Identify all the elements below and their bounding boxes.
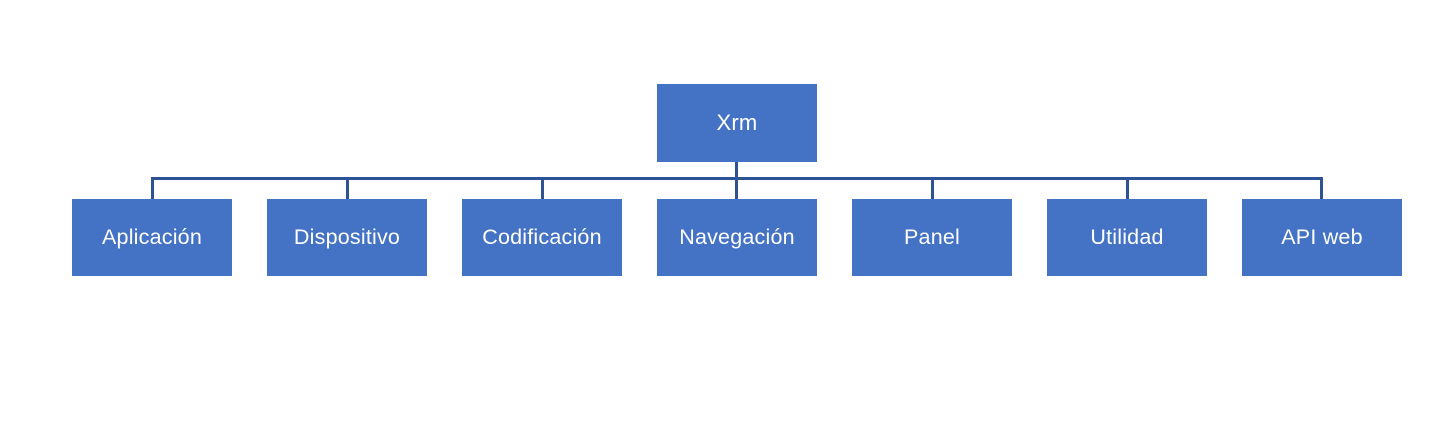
node-codificacion[interactable]: Codificación xyxy=(462,199,622,276)
node-navegacion[interactable]: Navegación xyxy=(657,199,817,276)
connector-root-stub xyxy=(735,162,738,178)
connector-drop-1 xyxy=(151,179,154,199)
connector-drop-2 xyxy=(346,179,349,199)
node-label: API web xyxy=(1281,225,1363,249)
connector-drop-3 xyxy=(541,179,544,199)
node-aplicacion[interactable]: Aplicación xyxy=(72,199,232,276)
connector-drop-7 xyxy=(1320,179,1323,199)
node-label: Panel xyxy=(904,225,960,249)
connector-drop-6 xyxy=(1126,179,1129,199)
node-label: Aplicación xyxy=(102,225,202,249)
node-label: Dispositivo xyxy=(293,225,401,249)
node-root[interactable]: Xrm xyxy=(657,84,817,162)
node-label: Codificación xyxy=(482,225,602,249)
connector-drop-4 xyxy=(735,179,738,199)
node-label: Navegación xyxy=(679,225,795,249)
node-label: Utilidad xyxy=(1090,225,1164,249)
node-panel[interactable]: Panel xyxy=(852,199,1012,276)
node-api-web[interactable]: API web xyxy=(1242,199,1402,276)
node-dispositivo[interactable]: Dispositivo xyxy=(267,199,427,276)
connector-drop-5 xyxy=(931,179,934,199)
node-root-label: Xrm xyxy=(716,110,758,135)
connector-horizontal-bus xyxy=(151,177,1323,180)
node-utilidad[interactable]: Utilidad xyxy=(1047,199,1207,276)
